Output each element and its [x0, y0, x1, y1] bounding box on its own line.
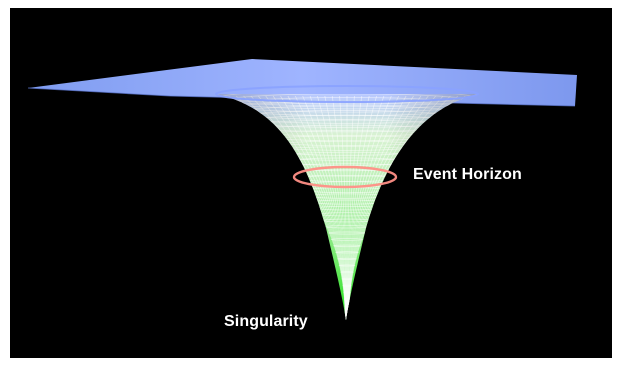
event-horizon-label: Event Horizon — [413, 166, 522, 183]
event-horizon-ring — [292, 165, 398, 189]
spacetime-funnel-diagram — [27, 59, 577, 320]
diagram-frame: Event Horizon Singularity — [10, 8, 612, 358]
gravity-well-funnel — [215, 85, 479, 320]
funnel-grid-ring — [344, 318, 350, 320]
singularity-label: Singularity — [224, 313, 308, 330]
